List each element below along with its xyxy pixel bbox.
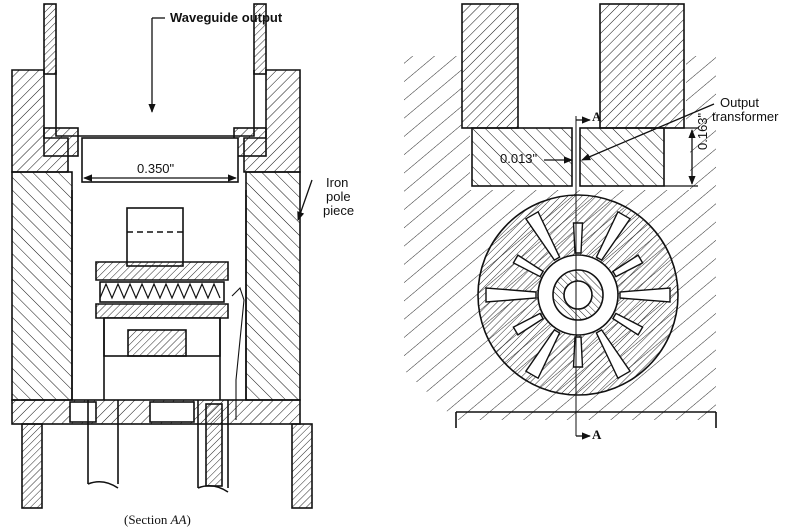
height-0163-label: 0.163"	[695, 112, 710, 150]
waveguide-left-block	[461, 3, 519, 129]
anode-vane	[485, 287, 537, 303]
pole-piece-label-2: pole	[326, 189, 351, 204]
left-section-view	[11, 3, 313, 509]
right-leg	[291, 423, 313, 509]
transformer-pointer	[581, 103, 715, 161]
anode-vane	[524, 328, 561, 380]
left-leg	[21, 423, 43, 509]
anode-vane	[572, 336, 584, 368]
section-caption-letters: AA	[170, 512, 187, 527]
section-marker-bottom: A	[592, 427, 602, 442]
dimension-0350-label: 0.350"	[137, 161, 175, 176]
section-caption-open: (Section	[124, 512, 171, 527]
transformer-right-block	[579, 127, 665, 187]
pole-piece-label-1: Iron	[326, 175, 349, 190]
anode-vane	[619, 287, 671, 303]
section-aa-caption: (Section AA)	[124, 513, 191, 527]
anode-vane	[512, 254, 545, 278]
waveguide-output-label: Waveguide output	[170, 10, 283, 25]
transformer-left-block	[471, 127, 573, 187]
anode-vane	[572, 222, 584, 254]
waveguide-left-wall	[43, 3, 57, 75]
anode-stub	[126, 207, 184, 267]
pole-piece-label-3: piece	[323, 203, 355, 218]
section-marker-top: A	[592, 109, 602, 124]
right-lead-pipe	[197, 400, 229, 488]
left-outer-wall	[11, 171, 73, 401]
spring-housing	[95, 261, 229, 281]
spring-coil	[99, 282, 221, 300]
waveguide-right-wall	[253, 3, 267, 75]
waveguide-right-block	[599, 3, 685, 129]
anode-vane	[611, 312, 644, 336]
anode-vane	[595, 328, 632, 380]
left-view-annotations	[83, 17, 313, 221]
heater-lead	[231, 286, 245, 420]
left-lead-pipe	[87, 400, 119, 484]
anode-vane	[611, 254, 644, 278]
pole-piece-pointer	[297, 179, 313, 221]
right-flange-bar	[233, 127, 267, 157]
gap-0013-label: 0.013"	[500, 151, 538, 166]
left-flange-bar	[43, 127, 79, 157]
cathode-core	[563, 280, 593, 310]
anode-block	[477, 194, 679, 396]
section-caption-close: )	[186, 512, 191, 527]
waveguide-block	[55, 70, 255, 137]
output-transformer-label-2: transformer	[712, 109, 779, 124]
anode-vane	[595, 210, 632, 262]
right-view-annotations	[544, 103, 715, 440]
anode-vane	[524, 210, 561, 262]
output-transformer-label-1: Output	[720, 95, 760, 110]
anode-vane	[512, 312, 545, 336]
right-outer-wall	[245, 171, 301, 401]
